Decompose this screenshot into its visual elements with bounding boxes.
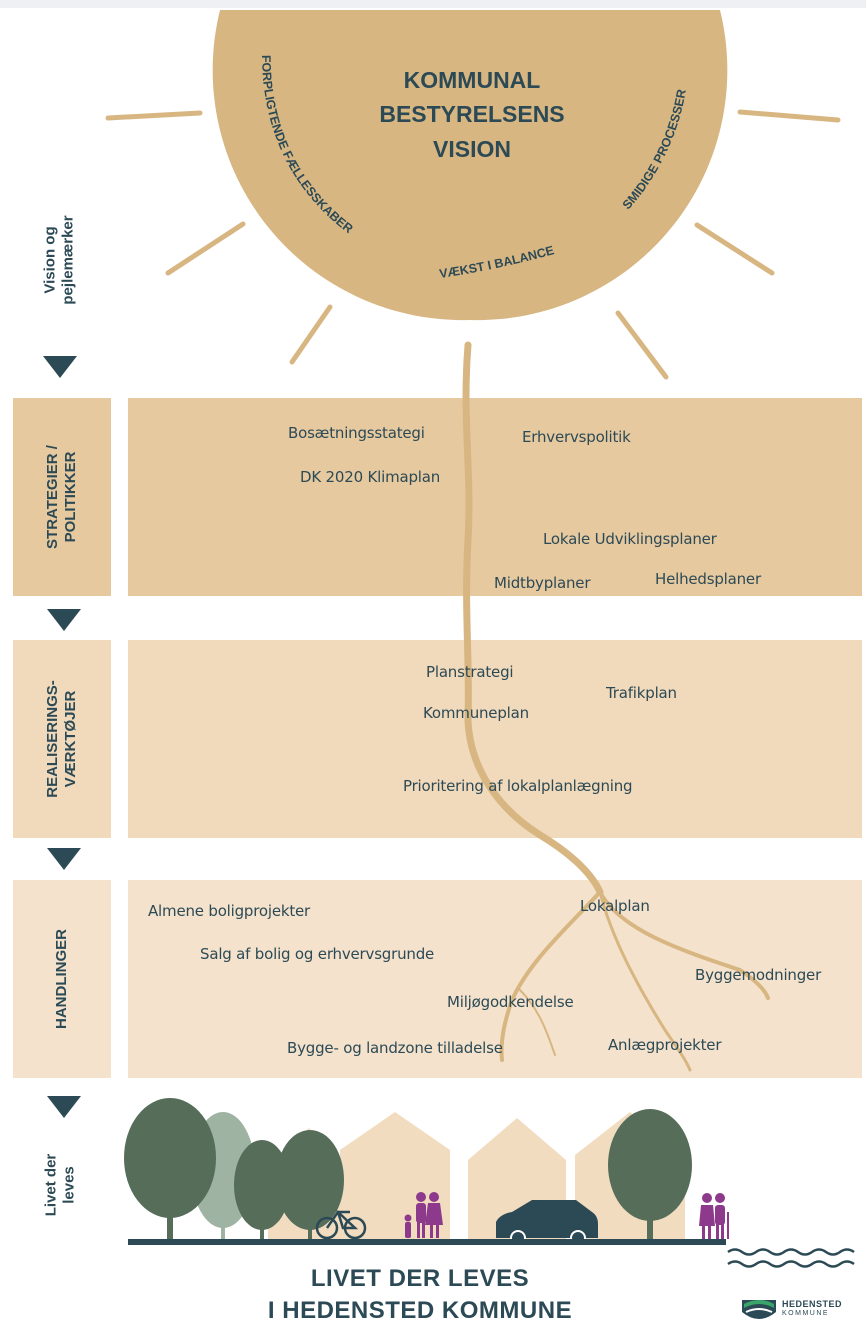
item-helhedsplaner: Helhedsplaner <box>655 570 761 588</box>
side-label-vision: Vision og pejlemærker <box>42 215 77 305</box>
side-label-livet: Livet der leves <box>42 1153 77 1217</box>
item-erhvervspolitik: Erhvervspolitik <box>522 428 631 446</box>
ground-line <box>128 1239 726 1245</box>
strategier-side-band <box>13 398 111 596</box>
footer-title-line-1: LIVET DER LEVES <box>310 1265 530 1292</box>
realisering-side-band <box>13 640 111 838</box>
waves-icon <box>727 1248 855 1268</box>
item-klimaplan: DK 2020 Klimaplan <box>300 468 441 486</box>
handlinger-side-band <box>13 880 111 1078</box>
sun-rays <box>105 109 841 380</box>
item-kommuneplan: Kommuneplan <box>423 704 529 722</box>
arrow-down-icon <box>43 356 77 378</box>
item-salg-grunde: Salg af bolig og erhvervsgrunde <box>200 945 435 963</box>
side-label-realisering: REALISERINGS- VÆRKTØJER <box>44 680 80 798</box>
item-byggemodninger: Byggemodninger <box>695 966 822 984</box>
item-anlaegprojekter: Anlægprojekter <box>608 1036 722 1054</box>
logo-name: HEDENSTED <box>782 1299 843 1309</box>
municipality-logo-icon <box>742 1300 776 1319</box>
top-bar <box>0 0 866 8</box>
sun-title-line-2: BESTYRELSENS <box>379 101 564 127</box>
item-midtbyplaner: Midtbyplaner <box>494 574 591 592</box>
logo-subtitle: KOMMUNE <box>782 1310 830 1317</box>
handlinger-band <box>128 880 862 1078</box>
item-lokale-udviklingsplaner: Lokale Udviklingsplaner <box>543 530 717 548</box>
root <box>462 341 770 1072</box>
footer-title-line-2: I HEDENSTED KOMMUNE <box>267 1297 573 1324</box>
sun-disc <box>212 10 728 321</box>
elderly-couple-icon <box>699 1193 729 1239</box>
item-miljogodkendelse: Miljøgodkendelse <box>447 993 574 1011</box>
strategier-band <box>128 398 862 596</box>
arrow-down-icon <box>47 848 81 870</box>
family-icon <box>404 1192 443 1238</box>
sun-title: KOMMUNAL BESTYRELSENS VISION <box>379 67 564 162</box>
bicycle-icon <box>315 1210 367 1240</box>
item-prioritering: Prioritering af lokalplanlægning <box>403 777 633 795</box>
sun-title-line-3: VISION <box>433 136 511 162</box>
side-label-strategier: STRATEGIER / POLITIKKER <box>44 445 79 549</box>
side-label-handlinger: HANDLINGER <box>53 929 70 1029</box>
trees <box>124 1098 692 1242</box>
arrow-down-icon <box>47 609 81 631</box>
arrow-down-icon <box>47 1096 81 1118</box>
item-lokalplan: Lokalplan <box>580 897 650 915</box>
realisering-band <box>128 640 862 838</box>
item-bygge-landzone: Bygge- og landzone tilladelse <box>287 1039 503 1057</box>
item-planstrategi: Planstrategi <box>426 663 514 681</box>
sun-title-line-1: KOMMUNAL <box>404 67 541 93</box>
item-bosaetningsstrategi: Bosætningsstategi <box>288 424 425 442</box>
item-almene-boligprojekter: Almene boligprojekter <box>148 902 311 920</box>
item-trafikplan: Trafikplan <box>606 684 677 702</box>
